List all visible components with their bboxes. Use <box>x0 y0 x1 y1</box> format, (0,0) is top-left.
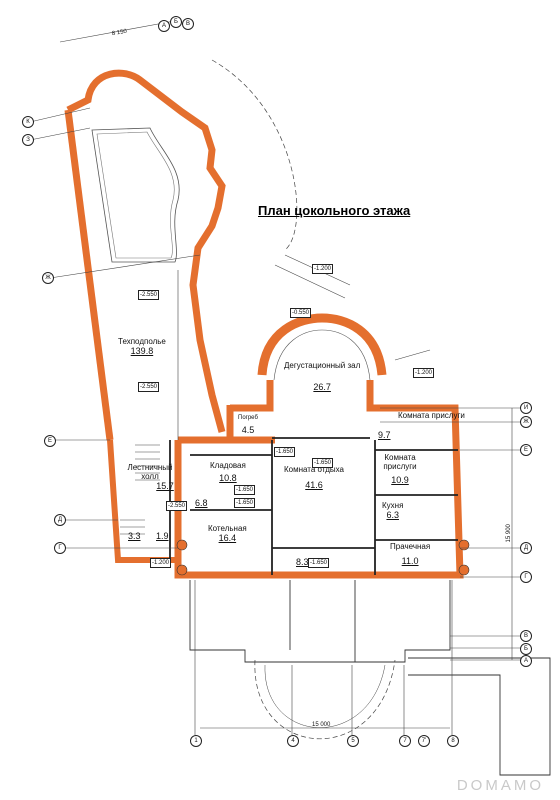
room-area: 6.8 <box>195 498 208 508</box>
pool-outline <box>91 127 180 263</box>
axis-marker: Д <box>54 514 66 526</box>
foundation-outline <box>189 580 451 663</box>
axis-marker: А <box>158 20 170 32</box>
room-area: 9.7 <box>378 430 391 440</box>
watermark: DOMAMO <box>456 777 544 794</box>
axis-marker: В <box>520 630 532 642</box>
axis-marker: И <box>520 402 532 414</box>
room-pogreb: Погреб 4.5 <box>238 415 258 435</box>
room-area: 41.6 <box>305 479 323 490</box>
axis-marker: 7 <box>399 735 411 747</box>
axis-marker: Ж <box>42 272 54 284</box>
room-name: Комната отдыха <box>284 465 344 474</box>
room-prachechnaya: Прачечная 11.0 <box>390 542 431 567</box>
axis-marker: 5 <box>347 735 359 747</box>
room-area: 10.9 <box>391 474 409 485</box>
room-area: 8.3 <box>296 557 309 567</box>
wall-outline <box>257 313 387 376</box>
axis-marker: Г <box>520 571 532 583</box>
room-name: Кухня <box>382 501 404 510</box>
room-name: Кладовая <box>210 461 246 470</box>
level-mark: -1.650 <box>274 447 296 457</box>
wall-outline <box>64 109 114 441</box>
room-komnata-prislugi-2: Комната прислуги 10.9 <box>380 453 420 485</box>
level-mark: -2.550 <box>138 290 160 300</box>
room-name: Комната прислуги <box>383 453 417 471</box>
axis-marker: Б <box>170 16 182 28</box>
room-lestnichny-holl: Лестничный холл 15.7 <box>120 463 180 491</box>
axis-marker: Г <box>54 542 66 554</box>
room-techpodpolie: Техподполье 139.8 <box>118 337 166 357</box>
axis-marker: Ж <box>520 416 532 428</box>
axis-marker: А <box>520 655 532 667</box>
room-komnata-otdyha: Комната отдыха 41.6 <box>284 465 344 491</box>
room-area: 1.9 <box>156 531 169 541</box>
terrace-arc <box>264 664 386 728</box>
pool-outline <box>96 131 175 259</box>
terrace-arc <box>254 659 396 740</box>
axis-marker: 4 <box>287 735 299 747</box>
level-mark: -1.200 <box>312 264 334 274</box>
axis-marker: З <box>22 134 34 146</box>
level-mark: -2.550 <box>166 501 188 511</box>
level-mark: -1.650 <box>234 498 256 508</box>
wall-outline <box>107 439 178 563</box>
axis-marker: Е <box>44 435 56 447</box>
room-name: Комната прислуги <box>398 411 465 420</box>
level-mark: -1.650 <box>312 458 334 468</box>
room-area: 139.8 <box>130 345 154 356</box>
room-area: 10.8 <box>219 472 237 483</box>
plan-title: План цокольного этажа <box>258 203 411 218</box>
hall-inner-arc <box>273 329 371 381</box>
room-name: Котельная <box>208 524 247 533</box>
level-mark: -1.200 <box>413 368 435 378</box>
room-name: Техподполье <box>118 337 166 346</box>
room-area: 26.7 <box>313 381 331 392</box>
room-komnata-prislugi-1: Комната прислуги <box>398 411 465 421</box>
room-area: 6.3 <box>386 509 399 520</box>
room-area: 3.3 <box>128 531 141 541</box>
axis-marker: 7' <box>418 735 430 747</box>
level-mark: -1.200 <box>150 558 172 568</box>
axis-marker: 8 <box>447 735 459 747</box>
wall-outline <box>174 440 380 579</box>
room-kladovaya: Кладовая 10.8 <box>210 461 246 484</box>
room-area: 4.5 <box>241 424 255 435</box>
level-mark: -2.550 <box>138 382 160 392</box>
level-mark: -1.650 <box>308 558 330 568</box>
room-area: 15.7 <box>156 480 174 491</box>
axis-marker: К <box>22 116 34 128</box>
room-degust: Дегустационный зал 26.7 <box>284 361 361 393</box>
axis-marker: Б <box>520 643 532 655</box>
axis-marker: Д <box>520 542 532 554</box>
room-kotelnaya: Котельная 16.4 <box>208 524 247 544</box>
dimension-label: 15 900 <box>505 524 512 543</box>
axis-marker: Е <box>520 444 532 456</box>
room-name: Прачечная <box>390 542 431 551</box>
room-area: 16.4 <box>218 532 237 543</box>
wall-outline <box>66 69 226 433</box>
dimension-label: 15 000 <box>312 722 331 728</box>
level-mark: -1.650 <box>234 485 256 495</box>
terrace-arc <box>211 59 298 251</box>
axis-marker: 1 <box>190 735 202 747</box>
room-kuhnya: Кухня 6.3 <box>382 501 404 521</box>
room-area: 11.0 <box>401 555 419 566</box>
wall-outline <box>230 380 274 412</box>
level-mark: -0.550 <box>290 308 312 318</box>
axis-marker: В <box>182 18 194 30</box>
room-name: Погреб <box>238 415 258 421</box>
room-name: Лестничный холл <box>127 463 173 481</box>
room-name: Дегустационный зал <box>284 361 361 370</box>
